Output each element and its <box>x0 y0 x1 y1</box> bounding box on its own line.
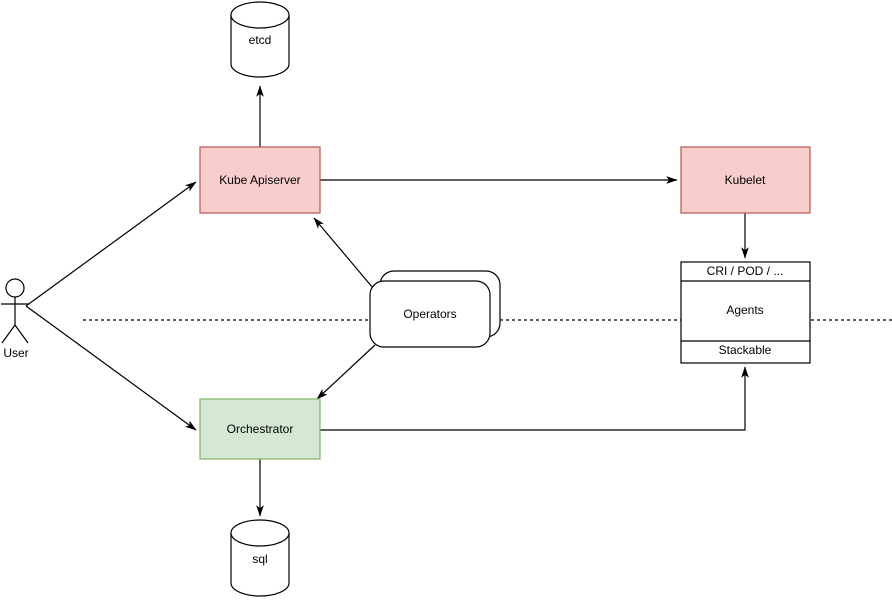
node-kubelet[interactable]: Kubelet <box>680 146 811 214</box>
edge-operators-to-orchestrator <box>316 344 376 400</box>
node-orchestrator[interactable]: Orchestrator <box>199 398 321 460</box>
node-etcd-label: etcd <box>249 33 272 47</box>
node-operators-label: Operators <box>403 307 456 321</box>
node-etcd[interactable]: etcd <box>230 1 290 78</box>
node-kubelet-label: Kubelet <box>725 173 766 187</box>
node-kube-apiserver-label: Kube Apiserver <box>219 173 300 187</box>
edge-operators-to-kube-apiserver <box>313 217 374 289</box>
edge-user-to-kube-apiserver <box>25 181 197 307</box>
actor-user-label: User <box>3 346 28 360</box>
node-sql-label: sql <box>252 552 267 566</box>
node-agents-body-label: Agents <box>726 303 763 317</box>
node-operators[interactable]: Operators <box>369 270 501 348</box>
node-agents-header-label: CRI / POD / ... <box>707 264 784 278</box>
node-orchestrator-label: Orchestrator <box>227 422 294 436</box>
node-sql[interactable]: sql <box>230 519 290 597</box>
node-kube-apiserver[interactable]: Kube Apiserver <box>199 146 321 214</box>
node-agents-footer-label: Stackable <box>719 343 772 357</box>
edge-orchestrator-to-agents <box>320 366 749 431</box>
edge-user-to-orchestrator <box>25 305 197 431</box>
node-agents[interactable]: CRI / POD / ... Agents Stackable <box>680 261 811 364</box>
actor-user[interactable]: User <box>1 278 29 360</box>
